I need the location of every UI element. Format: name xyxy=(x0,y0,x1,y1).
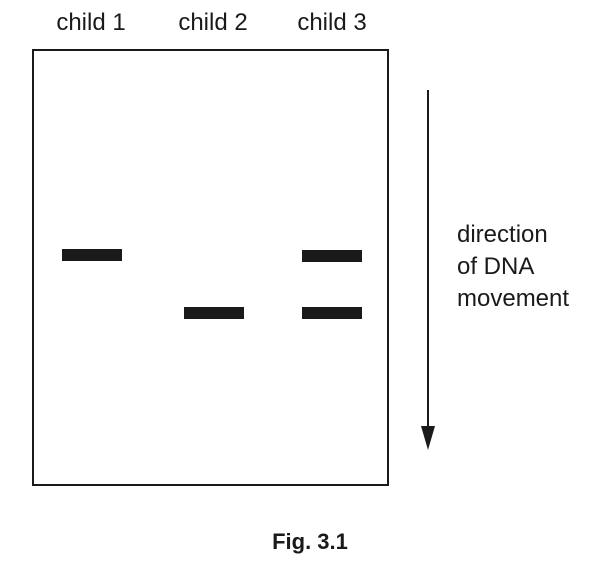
band-child-2 xyxy=(184,307,244,319)
figure-caption: Fig. 3.1 xyxy=(272,529,348,554)
lane-label-child-1: child 1 xyxy=(56,9,126,36)
direction-label: direction of DNA movement xyxy=(457,219,569,315)
direction-arrow-icon xyxy=(421,90,435,450)
band-child-1 xyxy=(62,249,122,261)
lane-label-child-2: child 2 xyxy=(178,9,248,36)
direction-label-line-1: direction xyxy=(457,221,548,248)
lane-label-child-3: child 3 xyxy=(297,9,367,36)
direction-label-line-2: of DNA xyxy=(457,253,535,280)
direction-label-line-3: movement xyxy=(457,285,570,312)
gel-outline xyxy=(32,49,389,486)
band-child-3-upper xyxy=(302,250,362,262)
band-child-3-lower xyxy=(302,307,362,319)
